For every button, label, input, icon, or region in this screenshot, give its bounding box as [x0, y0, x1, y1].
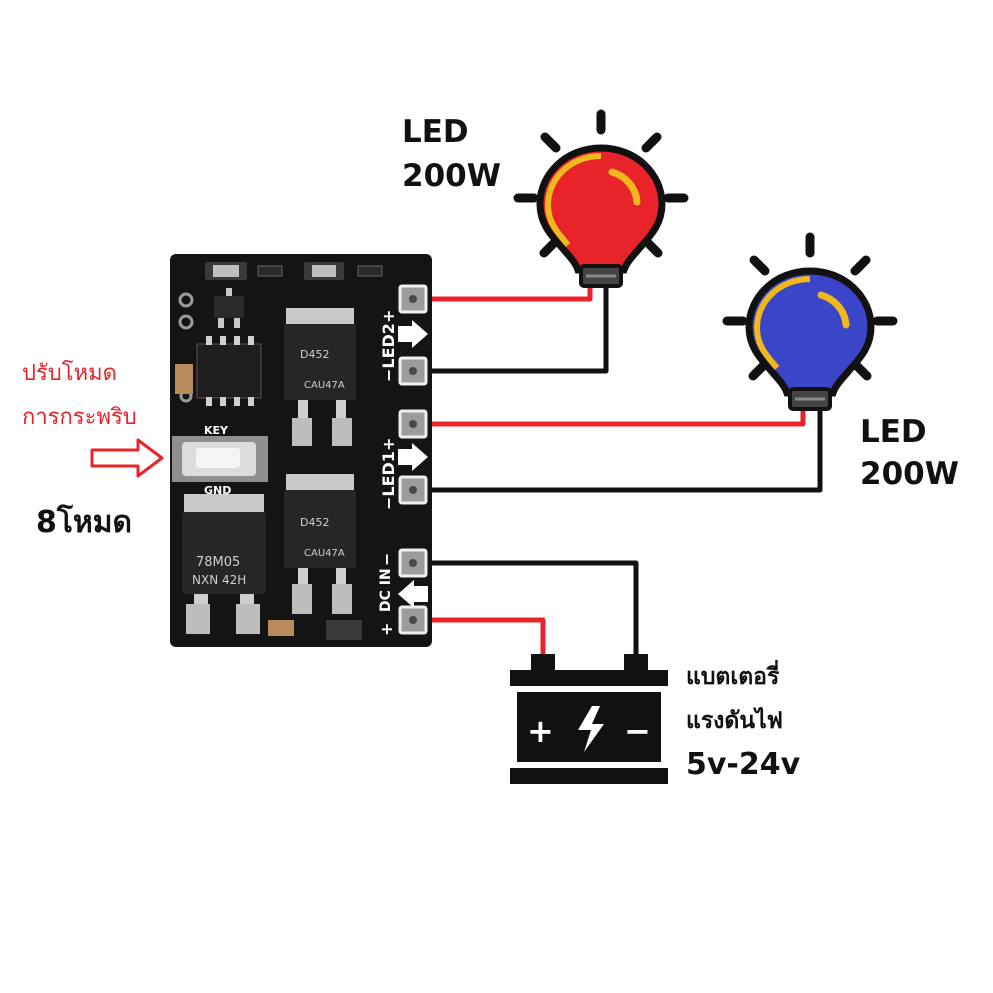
- battery-lid: [510, 670, 668, 686]
- battery-voltage-label: 5v-24v: [686, 747, 801, 782]
- battery-bottom: [510, 768, 668, 784]
- svg-text:CAU47A: CAU47A: [304, 548, 345, 559]
- bulb-glass: [536, 144, 666, 274]
- wire-led2-positive: [417, 280, 593, 302]
- wire-led1-negative: [417, 403, 823, 493]
- mosfet-bottom: D452 CAU47A: [284, 474, 356, 614]
- sot-pin: [218, 318, 224, 328]
- wire-dc-positive: [417, 617, 546, 659]
- smd-part: [357, 265, 383, 277]
- svg-text:NXN 42H: NXN 42H: [192, 573, 246, 587]
- svg-text:CAU47A: CAU47A: [304, 380, 345, 391]
- silk-led2: −LED2+: [379, 310, 398, 382]
- car-battery-icon: + −: [510, 654, 668, 784]
- driver-board: KEY GND D452 CAU47A D452 CAU47A: [170, 254, 432, 647]
- battery-plus-symbol: +: [527, 712, 554, 750]
- hollow-right-arrow-icon: [90, 438, 164, 478]
- smd-part: [268, 620, 294, 636]
- silk-key: KEY: [204, 424, 229, 437]
- smd-diode: [326, 620, 362, 640]
- mode-label-line1: ปรับโหมด: [22, 360, 117, 386]
- hollow-right-arrow-icon: [398, 443, 428, 471]
- silk-dc-plus: +: [377, 623, 396, 636]
- svg-text:78M05: 78M05: [196, 555, 240, 570]
- mode-label-line2: การกระพริบ: [22, 405, 137, 430]
- mode-count-label: 8โหมด: [36, 503, 132, 540]
- led-top-label-line2: 200W: [402, 158, 501, 194]
- regulator-78m05: 78M05 NXN 42H: [182, 494, 266, 634]
- bulb-glass: [745, 267, 875, 397]
- lightning-icon: [578, 706, 604, 752]
- sot-pin: [234, 318, 240, 328]
- wire-led1-positive: [417, 403, 806, 427]
- light-bulb-icon: [722, 232, 898, 411]
- battery-label-line2: แรงดันไฟ: [686, 706, 783, 734]
- sot-pin: [226, 288, 232, 296]
- hollow-right-arrow-icon: [398, 320, 428, 348]
- battery-label-line1: แบตเตอรี่: [686, 659, 780, 690]
- mosfet-top: D452 CAU47A: [284, 308, 356, 446]
- soic-chip: [196, 336, 262, 406]
- smd-capacitor: [175, 364, 193, 394]
- led-right-label-line1: LED: [860, 414, 927, 450]
- mode-push-button: [172, 436, 268, 482]
- battery-terminal-negative: [624, 654, 648, 672]
- svg-text:D452: D452: [300, 516, 329, 529]
- hollow-left-arrow-icon: [398, 580, 428, 608]
- wire-dc-negative: [417, 560, 639, 659]
- silk-dc-in: DC IN: [378, 568, 394, 612]
- via: [178, 292, 194, 308]
- silk-dc-minus: −: [377, 553, 396, 566]
- silk-gnd: GND: [204, 484, 231, 497]
- via: [178, 314, 194, 330]
- wire-led2-negative: [417, 280, 609, 374]
- wires: [417, 280, 823, 659]
- light-bulb-icon: [513, 109, 689, 288]
- smd-part: [312, 265, 336, 277]
- smd-part: [257, 265, 283, 277]
- silk-led1: −LED1+: [379, 438, 398, 510]
- battery-minus-symbol: −: [624, 712, 651, 750]
- svg-text:D452: D452: [300, 348, 329, 361]
- led-right-label-line2: 200W: [860, 456, 959, 492]
- sot-transistor: [214, 296, 244, 318]
- smd-part: [213, 265, 239, 277]
- terminal-pads: [398, 284, 428, 635]
- battery-terminal-positive: [531, 654, 555, 672]
- led-top-label-line1: LED: [402, 114, 469, 150]
